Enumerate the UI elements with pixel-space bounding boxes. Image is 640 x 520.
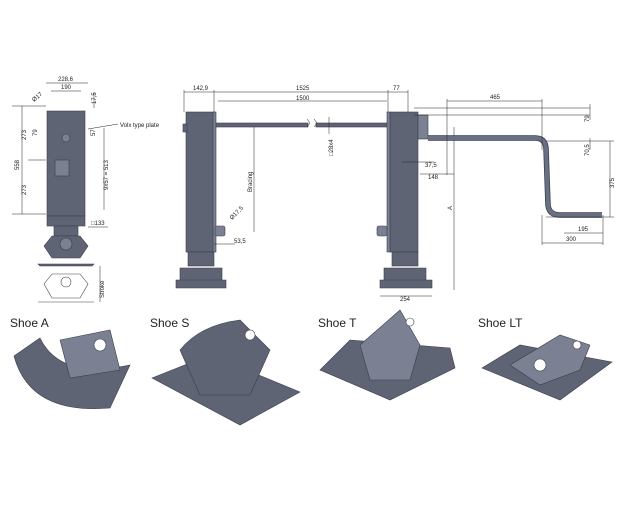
dim-handle: 195: [578, 227, 589, 233]
shoe-t: Shoe T: [318, 309, 456, 401]
dim-lower-span: 273: [22, 184, 28, 195]
dim-tube: □133: [91, 221, 105, 227]
dim-upper-span: 273: [22, 129, 28, 140]
shoe-t-label: Shoe T: [318, 316, 357, 330]
dim-offset-79: 79: [33, 129, 39, 136]
dim-left-offset: 142,9: [193, 86, 209, 92]
dim-top-offset: 17,5: [92, 92, 98, 104]
dim-70-5: 70,5: [585, 144, 591, 156]
foot-extended-outline: [43, 273, 89, 299]
dim-hole-pattern: 9x57 = 513: [104, 159, 110, 190]
left-foot: [175, 267, 227, 289]
dim-bar-section: □28x4: [329, 139, 335, 156]
right-foot: [379, 267, 433, 289]
brace-bar-right: [315, 122, 393, 128]
foot-plate: [37, 263, 95, 267]
leg-front-boss: [61, 133, 71, 143]
dim-right-offset: 77: [393, 86, 400, 92]
dim-handle-outer: 300: [566, 237, 577, 243]
right-leg: [389, 111, 419, 253]
dim-148: 148: [428, 175, 439, 181]
side-view: 142,9 1525 1500 77 □28x4 Bracing Ø17,5 5…: [175, 86, 455, 303]
crank-handle: 465 79 70,5 375 195 300: [414, 95, 616, 245]
leg-front-lower-tube: [53, 225, 79, 237]
front-view: 228,6 190 17,5 Ø17 558 273 273 79 57 9x5…: [12, 77, 160, 303]
dim-span-outer: 1525: [296, 86, 310, 92]
shoe-lt-label: Shoe LT: [478, 316, 523, 330]
shoe-s: Shoe S: [150, 316, 301, 426]
dim-offset-57: 57: [91, 129, 97, 136]
dim-width-inner: 190: [61, 85, 72, 91]
dim-37-5: 37,5: [425, 163, 437, 169]
dim-pin-dia: Ø17,5: [229, 205, 245, 221]
shoe-s-label: Shoe S: [150, 316, 189, 330]
dim-base-width: 254: [400, 297, 411, 303]
dim-width-outer: 228,6: [58, 77, 74, 83]
dim-bracing: Bracing: [248, 172, 254, 192]
shoe-a: Shoe A: [10, 316, 131, 410]
leg-front-bracket: [46, 215, 86, 227]
left-pin-bracket: [214, 225, 226, 237]
gearbox: [417, 114, 429, 140]
shoe-lt: Shoe LT: [478, 316, 613, 401]
dim-reach: 465: [490, 95, 501, 101]
dim-hole-dia: Ø17: [31, 91, 44, 103]
type-plate-callout: Volx type plate: [120, 123, 160, 129]
type-plate: [54, 159, 70, 177]
shoe-t-lug: [359, 309, 421, 381]
shoe-lt-lug: [509, 334, 591, 386]
dim-pin-offset: 53,5: [234, 239, 246, 245]
dim-total-height: 558: [15, 159, 21, 170]
dim-79: 79: [585, 115, 591, 122]
brace-bar-left: [215, 122, 309, 128]
dim-stroke: Stroke: [100, 280, 106, 298]
dim-drop: 375: [610, 177, 616, 188]
dim-span-inner: 1500: [296, 96, 310, 102]
foot-pivot: [59, 237, 73, 251]
dim-height-a: A: [448, 206, 454, 210]
shoe-a-label: Shoe A: [10, 316, 49, 330]
left-leg: [185, 111, 215, 253]
